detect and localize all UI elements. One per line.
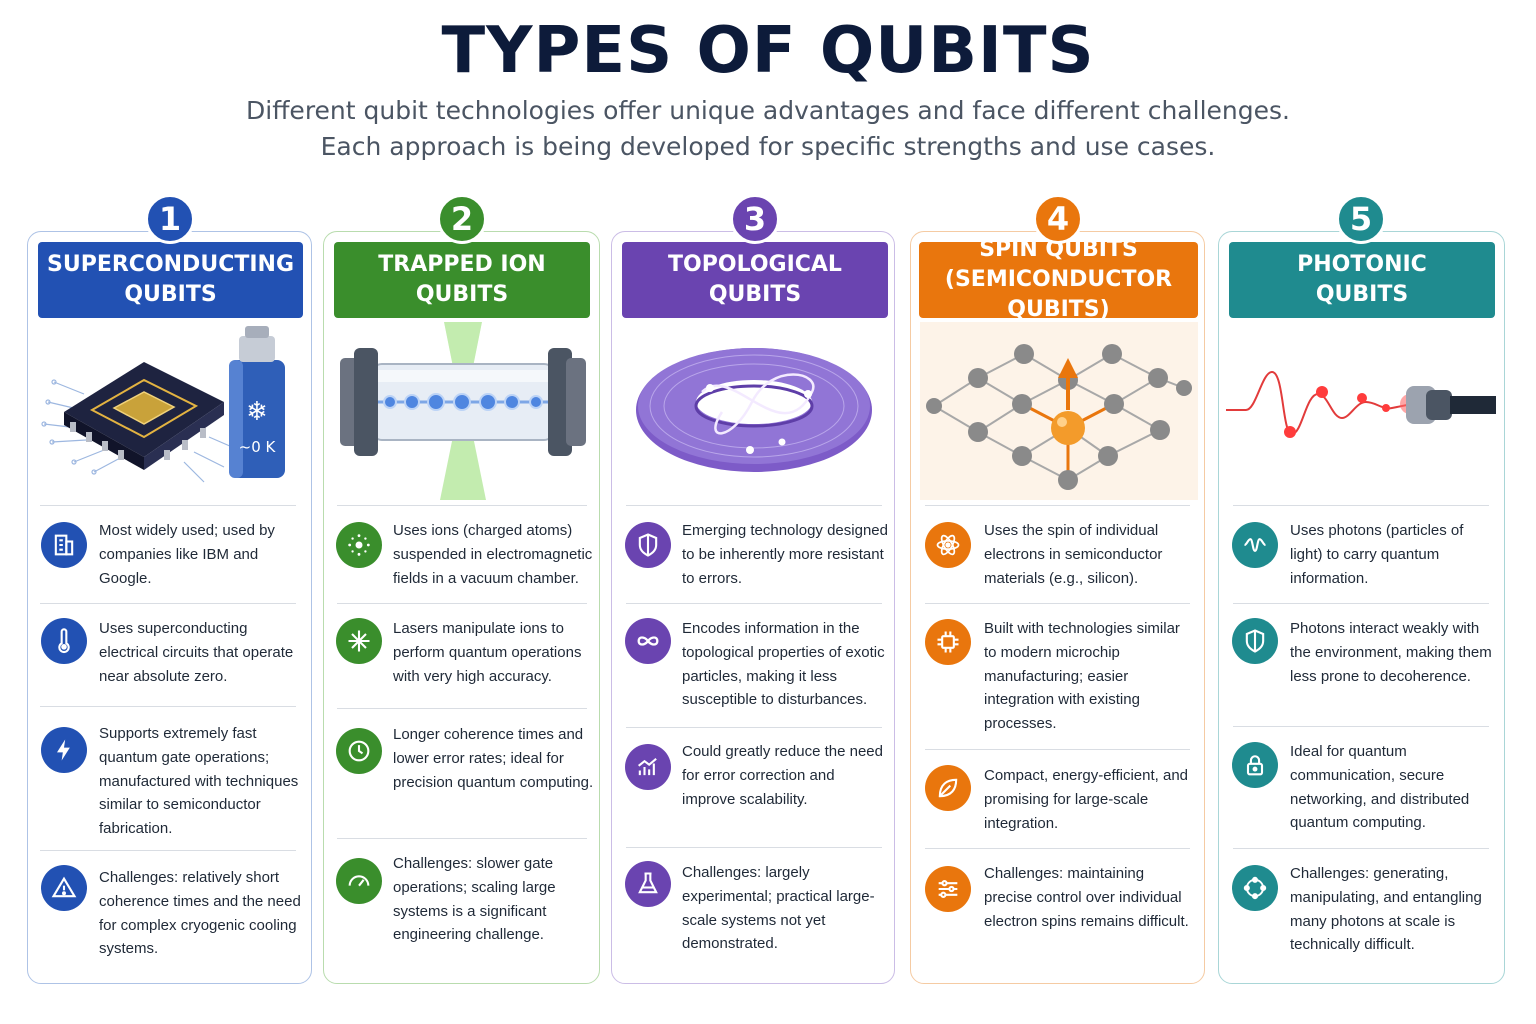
card-number-5: 5 bbox=[1336, 194, 1386, 244]
card-banner-photonic: PHOTONIC QUBITS bbox=[1229, 242, 1495, 318]
page-subtitle-line1: Different qubit technologies offer uniqu… bbox=[246, 96, 1290, 125]
card-title-line2: QUBITS bbox=[124, 282, 217, 307]
card3-item2-text: Encodes information in the topological p… bbox=[682, 620, 885, 709]
card2-item3-text: Longer coherence times and lower error r… bbox=[393, 726, 594, 791]
card4-item1-text: Uses the spin of individual electrons in… bbox=[984, 522, 1163, 587]
leaf-icon bbox=[925, 765, 971, 811]
svg-text:❄: ❄ bbox=[246, 397, 268, 427]
flask-icon bbox=[625, 861, 671, 907]
wave-icon bbox=[1232, 522, 1278, 568]
card1-item2-text: Uses superconducting electrical circuits… bbox=[99, 620, 294, 685]
card1-item1-text: Most widely used; used by companies like… bbox=[99, 522, 275, 587]
card-title-line2: (SEMICONDUCTOR QUBITS) bbox=[944, 267, 1173, 322]
card2-item4-text: Challenges: slower gate operations; scal… bbox=[393, 855, 556, 944]
clock-icon bbox=[336, 728, 382, 774]
card3-item3-text: Could greatly reduce the need for error … bbox=[682, 743, 883, 808]
laser-icon bbox=[336, 618, 382, 664]
card-banner-spin-qubits: SPIN QUBITS (SEMICONDUCTOR QUBITS) bbox=[919, 237, 1198, 322]
card-photonic bbox=[1218, 231, 1505, 984]
lock-icon bbox=[1232, 742, 1278, 788]
card1-item3-text: Supports extremely fast quantum gate ope… bbox=[99, 725, 299, 838]
page-title: TYPES OF QUBITS bbox=[441, 14, 1095, 88]
lightning-icon bbox=[41, 727, 87, 773]
card3-item1-text: Emerging technology designed to be inher… bbox=[682, 522, 888, 587]
particle-icon bbox=[336, 522, 382, 568]
card-title-line1: SUPERCONDUCTING bbox=[47, 252, 294, 277]
superconducting-chip-illustration: ❄ ~0 K bbox=[41, 326, 285, 483]
card1-item4-text: Challenges: relatively short coherence t… bbox=[99, 869, 301, 958]
temperature-label: ~0 K bbox=[239, 438, 277, 456]
sliders-icon bbox=[925, 866, 971, 912]
chip-icon bbox=[925, 619, 971, 665]
building-icon bbox=[41, 522, 87, 568]
warning-icon bbox=[41, 865, 87, 911]
card-banner-trapped-ion: TRAPPED ION QUBITS bbox=[334, 242, 590, 318]
torus-illustration bbox=[636, 348, 872, 472]
card5-item4-text: Challenges: generating, manipulating, an… bbox=[1290, 865, 1482, 954]
card-title-line2: QUBITS bbox=[708, 282, 802, 307]
shield-check-icon bbox=[1232, 618, 1278, 664]
chart-icon bbox=[625, 744, 671, 790]
thermometer-icon bbox=[41, 618, 87, 664]
photon-laser-illustration bbox=[1226, 370, 1496, 438]
card2-item1-text: Uses ions (charged atoms) suspended in e… bbox=[393, 522, 593, 587]
shield-icon bbox=[625, 522, 671, 568]
card2-item2-text: Lasers manipulate ions to perform quantu… bbox=[393, 620, 582, 685]
card4-item3-text: Compact, energy-efficient, and promising… bbox=[984, 767, 1189, 832]
card-number-1: 1 bbox=[145, 194, 195, 244]
card-number-2: 2 bbox=[437, 194, 487, 244]
atom-icon bbox=[925, 522, 971, 568]
card-banner-superconducting: SUPERCONDUCTING QUBITS bbox=[38, 242, 303, 318]
card-banner-topological: TOPOLOGICAL QUBITS bbox=[622, 242, 888, 318]
card3-item4-text: Challenges: largely experimental; practi… bbox=[682, 864, 875, 953]
ion-trap-illustration bbox=[340, 322, 586, 500]
card-title-line1: TOPOLOGICAL bbox=[668, 252, 842, 277]
card-title-line2: QUBITS bbox=[415, 282, 509, 307]
card5-item1-text: Uses photons (particles of light) to car… bbox=[1290, 522, 1464, 587]
card-number-4: 4 bbox=[1033, 194, 1083, 244]
card-title-line2: QUBITS bbox=[1315, 282, 1409, 307]
network-icon bbox=[1232, 865, 1278, 911]
infinity-icon bbox=[625, 618, 671, 664]
page-subtitle-line2: Each approach is being developed for spe… bbox=[320, 132, 1216, 161]
card4-item2-text: Built with technologies similar to moder… bbox=[984, 620, 1180, 733]
card5-item3-text: Ideal for quantum communication, secure … bbox=[1290, 743, 1470, 832]
card-number-3: 3 bbox=[730, 194, 780, 244]
card-title-line1: PHOTONIC bbox=[1297, 252, 1427, 277]
card4-item4-text: Challenges: maintaining precise control … bbox=[984, 865, 1189, 930]
card5-item2-text: Photons interact weakly with the environ… bbox=[1290, 620, 1492, 685]
card-title-line1: TRAPPED ION bbox=[378, 252, 546, 277]
gauge-icon bbox=[336, 858, 382, 904]
silicon-lattice-illustration bbox=[920, 322, 1198, 500]
